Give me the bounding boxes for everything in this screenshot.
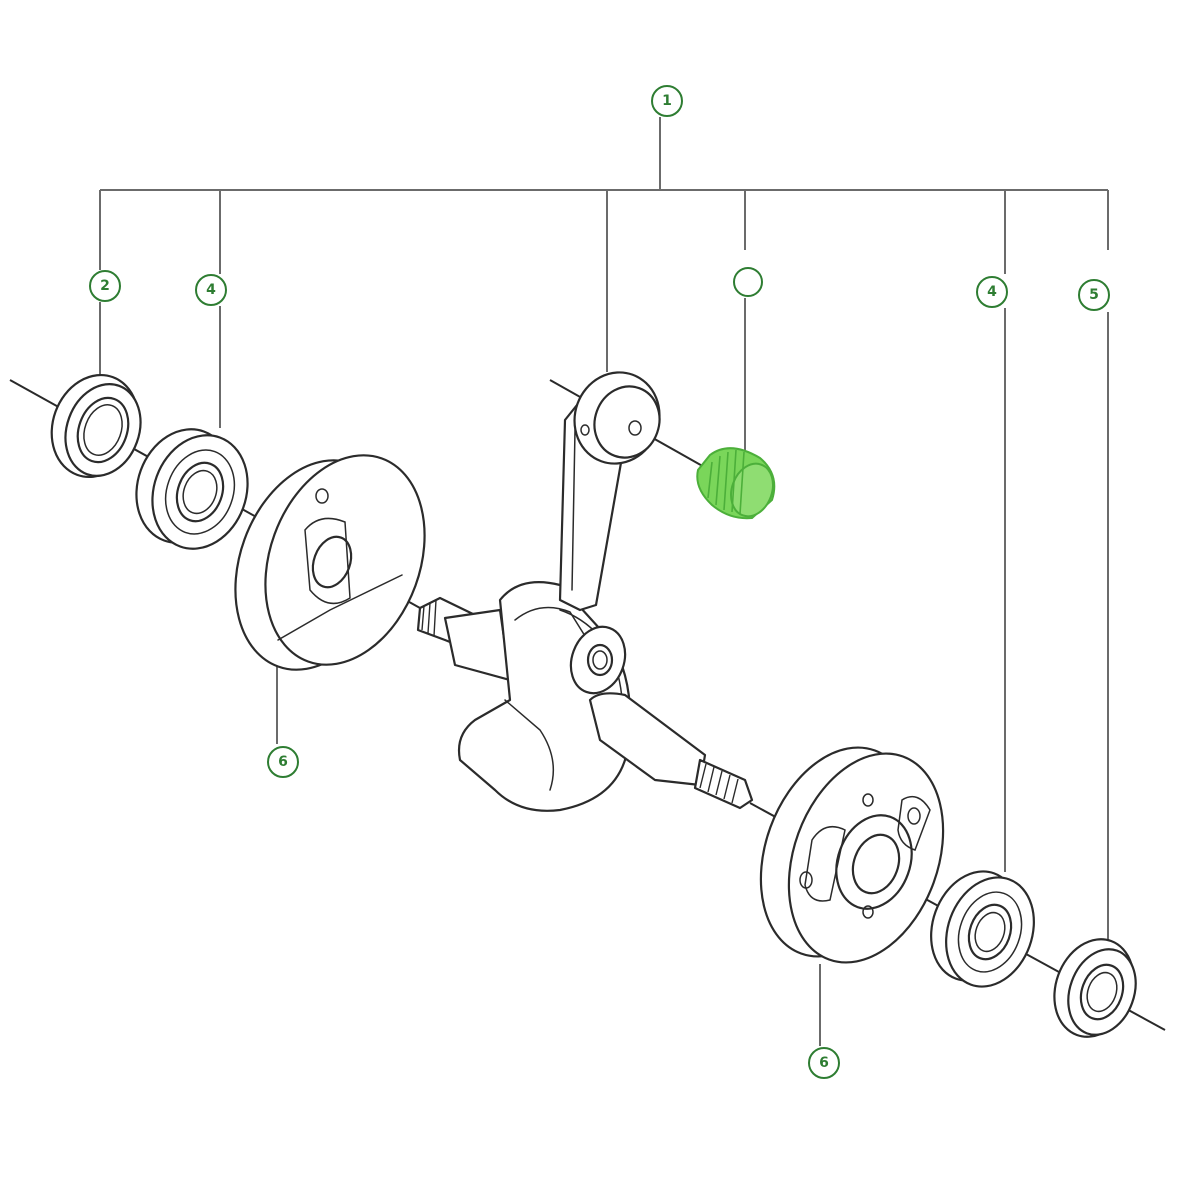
callout-4-left[interactable]: 4: [195, 274, 227, 306]
callout-4-left-ring: [195, 274, 227, 306]
callout-3-label: 3: [743, 274, 753, 290]
callout-4-right-label: 4: [987, 284, 997, 300]
crank-web-right: [759, 746, 945, 964]
leader-lines: [99, 117, 1109, 1046]
callout-6-right-ring: [808, 1047, 840, 1079]
oil-seal-left: [50, 373, 142, 479]
callout-5-ring: [1078, 279, 1110, 311]
callout-4-right[interactable]: 4: [976, 276, 1008, 308]
crankshaft-assembly: [416, 371, 754, 812]
callout-5-label: 5: [1089, 287, 1099, 303]
needle-bearing-highlighted: [696, 447, 776, 520]
callout-2-ring: [89, 270, 121, 302]
callout-4-right-ring: [976, 276, 1008, 308]
callout-1-ring: [651, 85, 683, 117]
callout-2-label: 2: [100, 278, 110, 294]
callout-1-label: 1: [662, 93, 672, 109]
callout-1[interactable]: 1: [651, 85, 683, 117]
callout-6-left-ring: [267, 746, 299, 778]
callout-6-left-label: 6: [278, 754, 288, 770]
callout-6-right[interactable]: 6: [808, 1047, 840, 1079]
callout-2[interactable]: 2: [89, 270, 121, 302]
callout-3-active[interactable]: 3: [733, 267, 763, 297]
callout-4-left-label: 4: [206, 282, 216, 298]
ball-bearing-right: [930, 870, 1035, 988]
callout-3-ring: [733, 267, 763, 297]
callout-5[interactable]: 5: [1078, 279, 1110, 311]
oil-seal-right: [1053, 938, 1137, 1038]
callout-6-right-label: 6: [819, 1055, 829, 1071]
callout-6-left[interactable]: 6: [267, 746, 299, 778]
crank-web-left: [234, 454, 426, 671]
ball-bearing-left: [135, 428, 249, 550]
